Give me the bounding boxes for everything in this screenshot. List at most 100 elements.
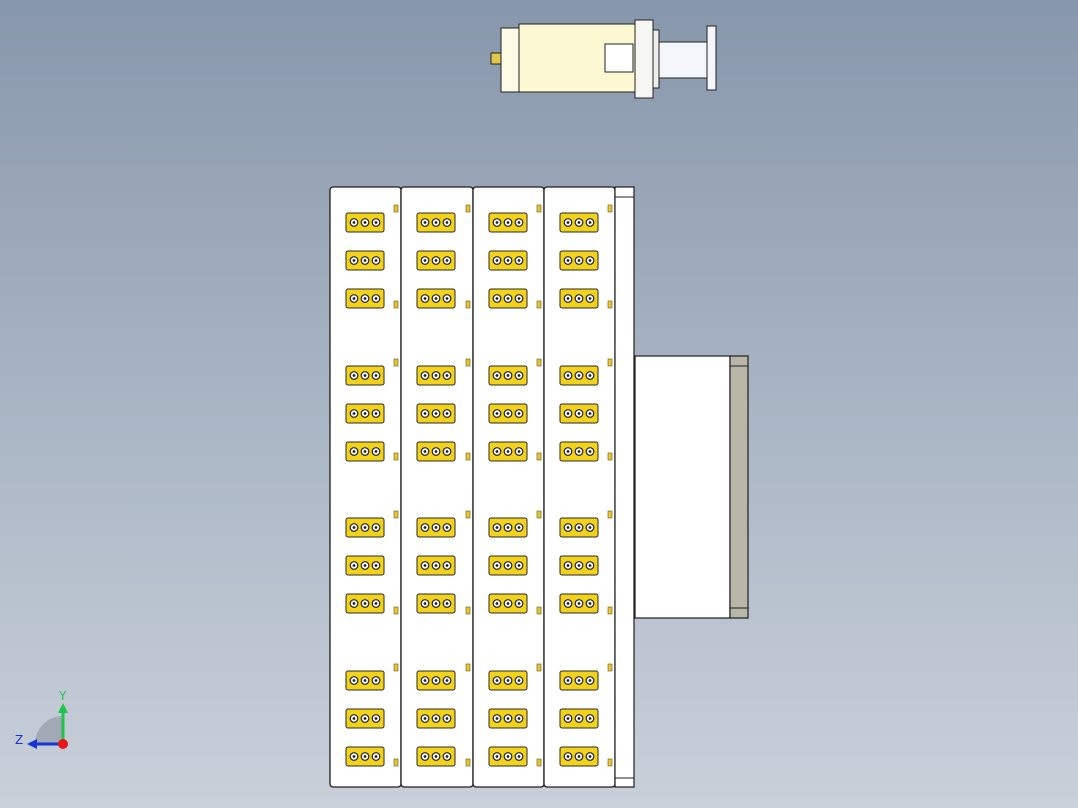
connector-pin-center [374,259,378,262]
connector-pin-center [577,717,581,720]
connector-pin-center [495,755,499,758]
connector-pin-center [352,679,356,682]
connector-block[interactable] [559,555,599,576]
screw [536,204,542,213]
screw [393,452,399,461]
connector-block[interactable] [488,593,528,614]
connector-block[interactable] [559,250,599,271]
connector-pin-center [423,602,427,605]
connector-pin-center [423,526,427,529]
connector-block[interactable] [416,746,456,767]
orientation-triad[interactable]: Y Z [15,689,68,749]
connector-pin-center [577,450,581,453]
connector-block[interactable] [345,670,385,691]
connector-pin-center [577,412,581,415]
connector-block[interactable] [559,517,599,538]
side-rail-body [614,186,635,788]
connector-pin-center [363,412,367,415]
connector-pin-center [445,755,449,758]
connector-block[interactable] [488,365,528,386]
connector-block[interactable] [416,365,456,386]
connector-pin-center [566,412,570,415]
connector-block[interactable] [416,212,456,233]
panel-column[interactable] [543,186,616,788]
connector-pin-center [445,412,449,415]
connector-block[interactable] [559,593,599,614]
connector-pin-center [434,602,438,605]
connector-block[interactable] [488,288,528,309]
side-rail[interactable] [614,186,635,788]
connector-block[interactable] [488,250,528,271]
connector-block[interactable] [559,708,599,729]
connector-block[interactable] [488,670,528,691]
connector-block[interactable] [416,403,456,424]
connector-panel-assembly[interactable] [329,186,616,788]
panel-column[interactable] [329,186,402,788]
connector-pin-center [588,221,592,224]
connector-block[interactable] [345,365,385,386]
connector-block[interactable] [559,670,599,691]
connector-pin-center [374,450,378,453]
connector-block[interactable] [345,708,385,729]
connector-block[interactable] [345,212,385,233]
connector-block[interactable] [416,250,456,271]
panel-column[interactable] [400,186,474,788]
connector-block[interactable] [416,593,456,614]
connector-pin-center [517,755,521,758]
connector-pin-center [352,526,356,529]
panel-column[interactable] [472,186,545,788]
connector-block[interactable] [559,746,599,767]
connector-pin-center [363,297,367,300]
screw [536,452,542,461]
connector-pin-center [363,259,367,262]
screw [607,204,613,213]
connector-pin-center [588,755,592,758]
connector-pin-center [352,412,356,415]
connector-pin-center [445,374,449,377]
connector-block[interactable] [559,212,599,233]
screw [607,663,613,672]
connector-block[interactable] [416,288,456,309]
connector-block[interactable] [488,555,528,576]
connector-block[interactable] [345,517,385,538]
connector-block[interactable] [488,441,528,462]
connector-block[interactable] [345,555,385,576]
connector-block[interactable] [559,441,599,462]
screw [465,300,471,309]
connector-block[interactable] [488,746,528,767]
connector-pin-center [352,221,356,224]
connector-block[interactable] [488,517,528,538]
connector-block[interactable] [559,403,599,424]
connector-block[interactable] [416,517,456,538]
motor-flange-ring [652,29,660,89]
connector-pin-center [506,755,510,758]
connector-block[interactable] [416,441,456,462]
connector-block[interactable] [488,403,528,424]
connector-pin-center [363,564,367,567]
motor-actuator-part[interactable] [490,19,717,99]
connector-block[interactable] [488,212,528,233]
connector-block[interactable] [416,670,456,691]
connector-pin-center [495,412,499,415]
connector-block[interactable] [559,288,599,309]
mounting-box[interactable] [634,355,749,619]
connector-pin-center [445,602,449,605]
connector-block[interactable] [416,555,456,576]
connector-pin-center [577,526,581,529]
connector-block[interactable] [345,288,385,309]
connector-block[interactable] [416,708,456,729]
connector-pin-center [577,374,581,377]
connector-block[interactable] [345,403,385,424]
connector-pin-center [363,679,367,682]
connector-block[interactable] [345,441,385,462]
connector-block[interactable] [488,708,528,729]
connector-block[interactable] [345,593,385,614]
connector-block[interactable] [345,250,385,271]
connector-block[interactable] [345,746,385,767]
connector-pin-center [577,221,581,224]
connector-block[interactable] [559,365,599,386]
connector-pin-center [352,602,356,605]
connector-pin-center [423,564,427,567]
